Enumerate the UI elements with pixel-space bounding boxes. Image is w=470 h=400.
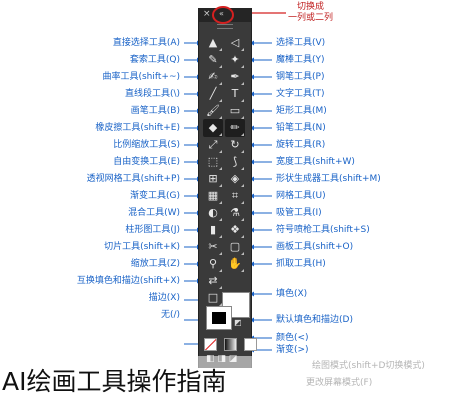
leader-arrowhead xyxy=(250,244,254,250)
eraser-icon[interactable]: ◆ xyxy=(203,119,223,137)
line-segment-icon[interactable]: ╱ xyxy=(203,85,223,103)
right-extra-label: 填色(X) xyxy=(276,289,308,299)
leader-arrowhead xyxy=(250,57,254,63)
screen-mode-label: 更改屏幕模式(F) xyxy=(306,378,373,388)
right-extra-label: 渐变(>) xyxy=(276,345,309,355)
shape-builder-icon[interactable]: ◈ xyxy=(225,170,245,188)
pencil-icon[interactable]: ✏ xyxy=(225,119,245,137)
right-tool-label: 铅笔工具(N) xyxy=(276,123,326,133)
left-tool-label: 直线段工具(\) xyxy=(124,89,180,99)
leader-arrowhead xyxy=(250,176,254,182)
scale-icon[interactable]: ⤢ xyxy=(203,136,223,154)
leader-arrowhead xyxy=(250,159,254,165)
caption-overlay xyxy=(0,356,470,400)
column-graph-icon[interactable]: ▮ xyxy=(203,221,223,239)
left-tool-label: 无(/) xyxy=(160,310,180,320)
left-tool-label: 互换填色和描边(shift+X) xyxy=(76,276,180,286)
gradient-icon[interactable]: ▦ xyxy=(203,187,223,205)
symbol-sprayer-icon[interactable]: ❖ xyxy=(225,221,245,239)
left-tool-label: 自由变换工具(E) xyxy=(113,157,180,167)
leader-arrowhead xyxy=(250,74,254,80)
right-tool-label: 符号喷枪工具(shift+S) xyxy=(276,225,370,235)
right-tool-label: 矩形工具(M) xyxy=(276,106,327,116)
eyedropper-icon[interactable]: ⚗ xyxy=(225,204,245,222)
curvature-icon[interactable]: ✍ xyxy=(203,68,223,86)
leader-arrowhead xyxy=(250,227,254,233)
page-caption: AI绘画工具操作指南 xyxy=(2,367,227,396)
slice-icon[interactable]: ✂ xyxy=(203,238,223,256)
leader-arrowhead xyxy=(250,317,254,323)
toggle-columns-note: 切换成 一列或二列 xyxy=(288,2,333,24)
right-tool-label: 形状生成器工具(shift+M) xyxy=(276,174,381,184)
swap-fill-stroke-icon[interactable]: ⇄ xyxy=(203,272,223,290)
right-tool-label: 选择工具(V) xyxy=(276,38,326,48)
toggle-columns-note-line2: 一列或二列 xyxy=(288,13,334,23)
left-tool-label: 画笔工具(B) xyxy=(130,106,180,116)
left-tool-label: 描边(X) xyxy=(148,293,180,303)
magic-wand-icon[interactable]: ✦ xyxy=(225,51,245,69)
selection-icon[interactable]: ◁ xyxy=(225,34,245,52)
zoom-icon[interactable]: ⚲ xyxy=(203,255,223,273)
draw-modes-label: 绘图模式(shift+D切换模式) xyxy=(312,361,425,371)
collapse-highlight-circle xyxy=(212,6,234,24)
leader-arrowhead xyxy=(250,142,254,148)
right-tool-label: 魔棒工具(Y) xyxy=(276,55,325,65)
left-tool-label: 切片工具(shift+K) xyxy=(104,242,180,252)
left-tool-label: 直接选择工具(A) xyxy=(112,38,180,48)
leader-arrowhead xyxy=(250,108,254,114)
leader-arrowhead xyxy=(250,291,254,297)
left-tool-label: 比例缩放工具(S) xyxy=(113,140,180,150)
paintbrush-icon[interactable]: 🖌 xyxy=(203,102,223,120)
right-tool-label: 吸管工具(I) xyxy=(276,208,322,218)
right-tool-label: 网格工具(U) xyxy=(276,191,326,201)
right-tool-label: 旋转工具(R) xyxy=(276,140,326,150)
left-tool-label: 橡皮擦工具(shift+E) xyxy=(95,123,180,133)
pencil-pen-icon[interactable]: ✎ xyxy=(203,51,223,69)
pen-icon[interactable]: ✒ xyxy=(225,68,245,86)
left-tool-label: 透视网格工具(shift+P) xyxy=(86,174,180,184)
type-icon[interactable]: T xyxy=(225,85,245,103)
leader-arrowhead xyxy=(250,210,254,216)
right-tool-label: 画板工具(shift+O) xyxy=(276,242,354,252)
left-tool-label: 套索工具(Q) xyxy=(129,55,180,65)
rectangle-icon[interactable]: ▭ xyxy=(225,102,245,120)
stroke-icon[interactable]: □ xyxy=(203,289,223,307)
leader-arrowhead xyxy=(250,91,254,97)
leader-arrowhead xyxy=(250,125,254,131)
stroke-swatch[interactable] xyxy=(206,306,232,330)
blend-icon[interactable]: ◐ xyxy=(203,204,223,222)
color-mode-button[interactable] xyxy=(244,338,258,351)
right-extra-label: 默认填色和描边(D) xyxy=(276,315,353,325)
leader-arrowhead xyxy=(250,40,254,46)
left-tool-label: 柱形图工具(J) xyxy=(125,225,180,235)
mesh-icon[interactable]: ⌗ xyxy=(225,187,245,205)
leader-arrowhead xyxy=(250,261,254,267)
left-tool-label: 曲率工具(shift+~) xyxy=(102,72,180,82)
toggle-columns-note-line1: 切换成 xyxy=(297,2,325,12)
left-tool-label: 混合工具(W) xyxy=(128,208,180,218)
right-extra-label: 颜色(<) xyxy=(276,333,309,343)
artboard-icon[interactable]: ▢ xyxy=(225,238,245,256)
left-tool-label: 渐变工具(G) xyxy=(130,191,180,201)
leader-arrowhead xyxy=(250,193,254,199)
none-mode-button[interactable] xyxy=(204,338,217,351)
hand-icon[interactable]: ✋ xyxy=(225,255,245,273)
selection-arrow-icon[interactable]: ▲ xyxy=(203,34,223,52)
panel-grip[interactable] xyxy=(217,24,233,29)
close-icon[interactable]: × xyxy=(203,9,211,19)
width-icon[interactable]: ⟆ xyxy=(225,153,245,171)
perspective-grid-icon[interactable]: ⊞ xyxy=(203,170,223,188)
color-mode-row xyxy=(204,338,259,357)
right-tool-label: 宽度工具(shift+W) xyxy=(276,157,355,167)
left-tool-label: 缩放工具(Z) xyxy=(130,259,180,269)
gradient-mode-button[interactable] xyxy=(224,338,238,351)
right-tool-label: 文字工具(T) xyxy=(276,89,325,99)
rotate-icon[interactable]: ↻ xyxy=(225,136,245,154)
right-tool-label: 抓取工具(H) xyxy=(276,259,326,269)
free-transform-icon[interactable]: ⬚ xyxy=(203,153,223,171)
default-colors-icon[interactable]: ◩ xyxy=(234,318,242,327)
right-tool-label: 钢笔工具(P) xyxy=(276,72,325,82)
